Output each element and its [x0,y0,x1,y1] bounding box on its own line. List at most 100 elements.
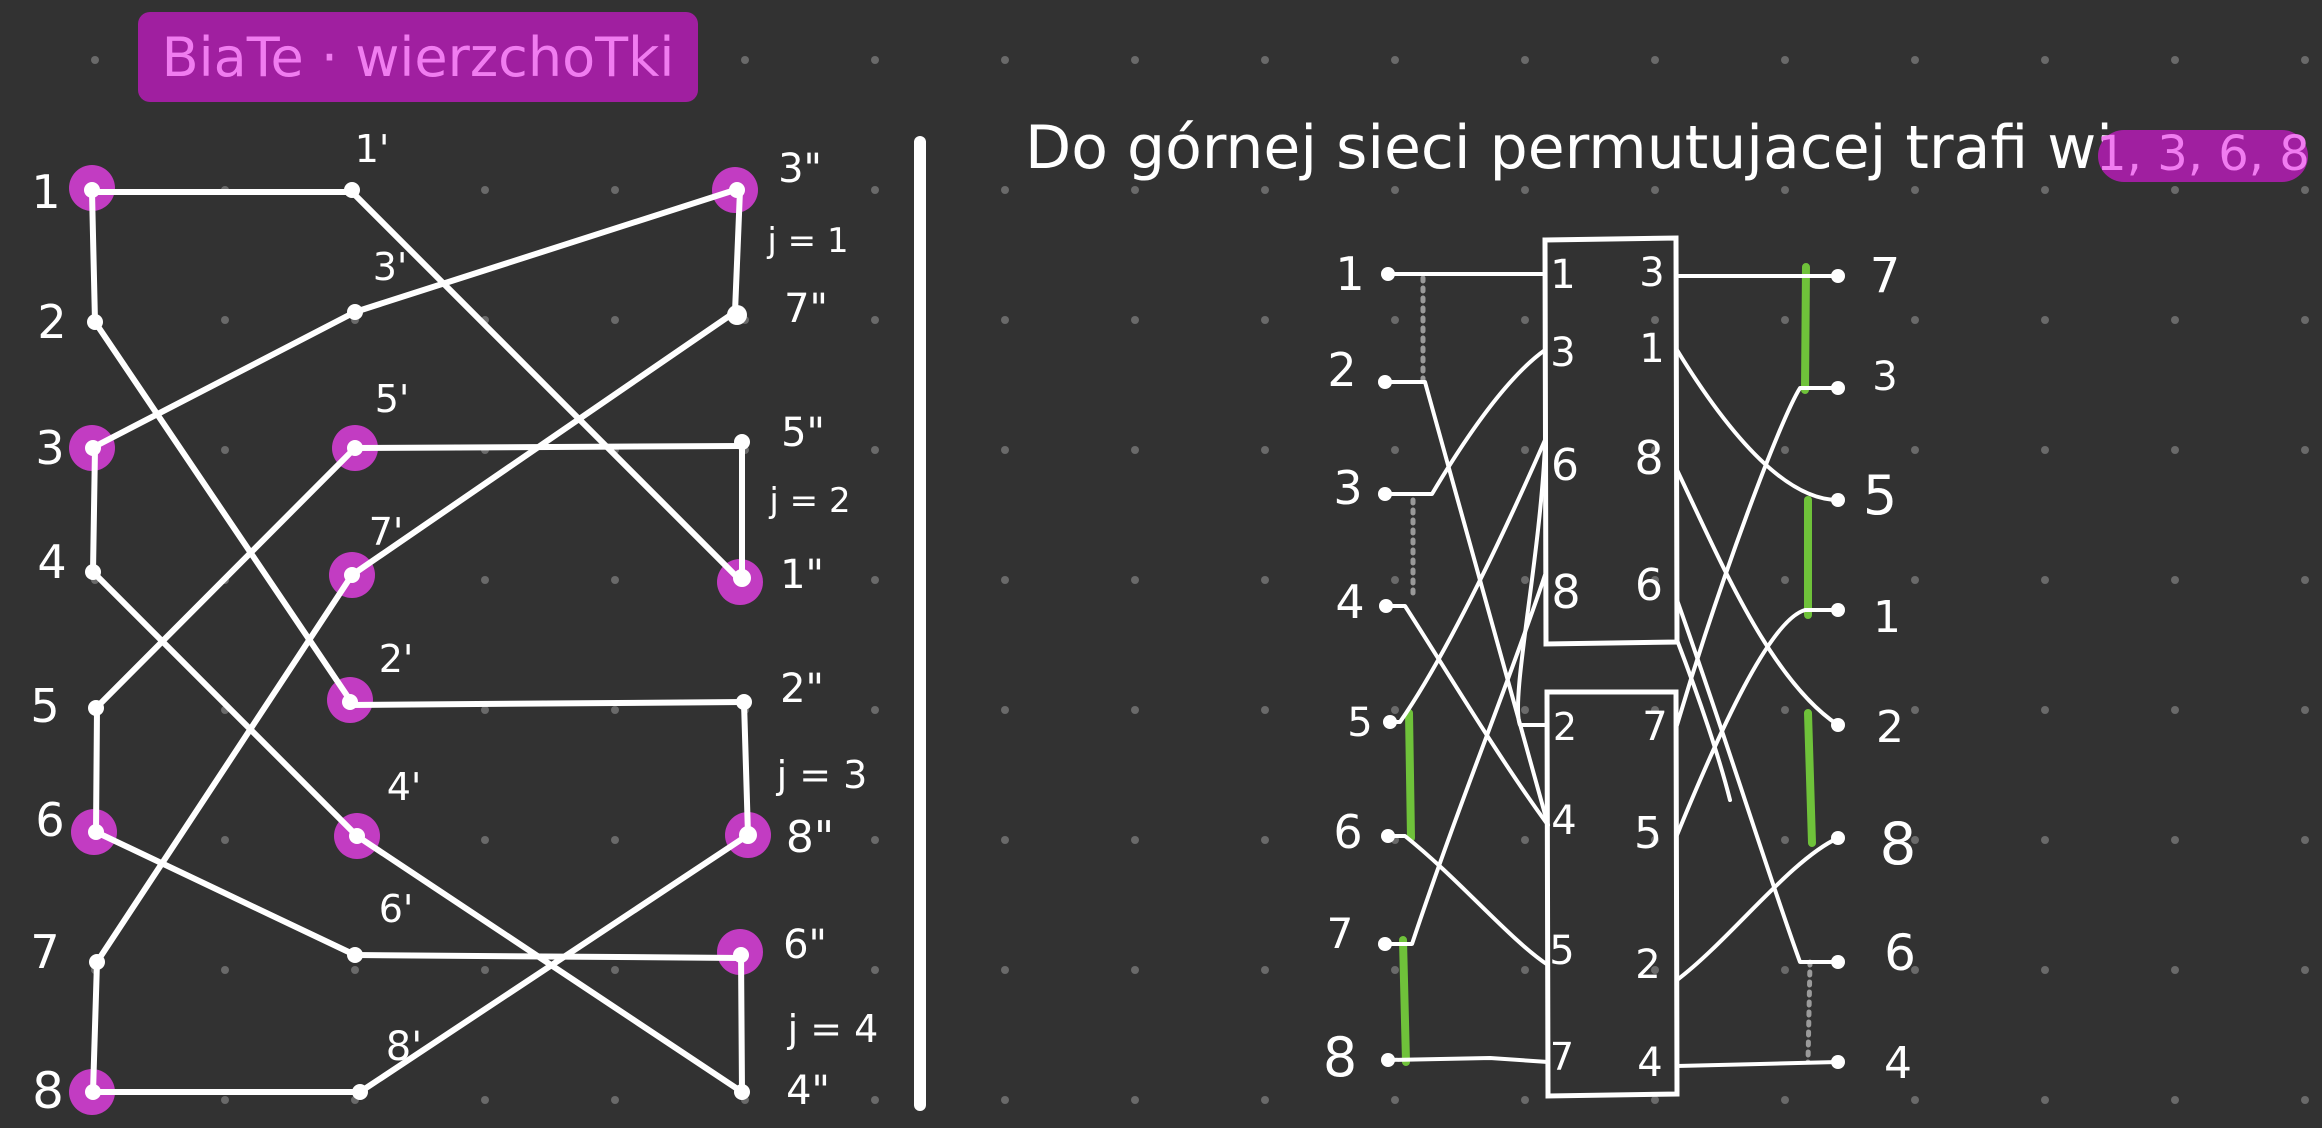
grid-dot [1781,316,1789,324]
grid-dot [2041,446,2049,454]
label-upper-right: 3 [1639,250,1664,296]
label-r-out: 2 [1876,702,1904,753]
grid-dot [871,446,879,454]
green-pair-markers [1399,263,1816,1066]
label-in: 2 [37,295,66,349]
node-out-3pp [729,182,745,198]
node-in-4 [85,564,101,580]
label-in: 7 [30,925,59,979]
wire-out-5 [1675,608,1840,837]
node-r-in-3 [1378,487,1392,501]
grid-dot [1521,836,1529,844]
wire-in-8 [1386,1056,1550,1064]
label-out: 2" [780,666,824,712]
right-network-wires [1383,272,1840,1068]
node-r-in-8 [1381,1053,1395,1067]
grid-dot [1001,836,1009,844]
wire-in-3 [1383,348,1547,496]
grid-dot [481,186,489,194]
grid-dot [1131,446,1139,454]
grid-dot [481,836,489,844]
grid-dot [2301,56,2309,64]
node-r-out-3 [1831,381,1845,395]
grid-dot [1391,706,1399,714]
label-lower-right: 7 [1642,704,1667,750]
grid-dot [1001,966,1009,974]
grid-dot [221,836,229,844]
node-in-2 [87,314,103,330]
grid-dot [611,706,619,714]
label-lower-right: 4 [1637,1040,1662,1086]
label-lower-left: 4 [1551,798,1576,844]
edge-3p-3pp [352,187,738,315]
grid-dot [611,316,619,324]
grid-dot [2171,186,2179,194]
pair-edge-6pp-4pp [738,949,745,1095]
label-j: j = 2 [768,481,850,521]
label-out: 3" [778,146,822,192]
wire-out-1 [1675,348,1840,502]
node-r-out-5 [1831,493,1845,507]
grid-dot [2301,836,2309,844]
grid-dot [1001,186,1009,194]
grid-dot [1521,576,1529,584]
left-graph-edges [89,187,751,1095]
dotted-connectors [1410,275,1813,1065]
grid-dot [871,576,879,584]
grid-dot [1651,446,1659,454]
grid-dot [2301,1096,2309,1104]
label-lower-left: 7 [1550,1035,1574,1079]
pair-edge-3pp-7pp [732,187,743,315]
node-out-8pp [739,826,757,844]
node-out-5pp [734,434,750,450]
green-marker-2-8 [1804,709,1816,847]
label-j: j = 3 [776,753,868,797]
grid-dot [1521,186,1529,194]
edge-2p-2pp [347,699,747,708]
node-r-out-8 [1831,831,1845,845]
grid-dot [611,836,619,844]
label-r-in: 3 [1333,461,1362,515]
edge-1p-1pp [349,189,745,585]
green-marker-5-6 [1405,709,1415,842]
grid-dot [2171,316,2179,324]
label-lower-left: 5 [1549,928,1574,974]
grid-dot [1391,446,1399,454]
wire-out-3 [1675,386,1840,727]
grid-dot [1911,316,1919,324]
grid-dot [1651,56,1659,64]
grid-dot [1911,966,1919,974]
edge-8p-8pp [357,832,751,1095]
label-r-in: 5 [1347,700,1372,746]
label-lower-right: 2 [1635,942,1660,988]
grid-dot [2041,186,2049,194]
label-upper-right: 1 [1639,326,1664,372]
edge-6p-6pp [352,952,744,961]
label-in: 4 [37,535,66,589]
grid-dot [611,966,619,974]
headline: Do górnej sieci permutujacej trafi wiąc … [1025,113,2310,183]
grid-dot [1131,966,1139,974]
label-j: j = 1 [766,221,848,261]
grid-dot [2041,1096,2049,1104]
left-graph-labels: 1 2 3 4 5 6 7 8 1' 3' 5' 7' 2' 4' 6' 8' … [30,127,878,1120]
wire-out-6 [1675,598,1840,964]
grid-dot [2301,316,2309,324]
grid-dot [481,1096,489,1104]
grid-dot [1521,966,1529,974]
node-r-out-2 [1831,718,1845,732]
edge-7-7p [94,572,355,965]
label-r-out: 6 [1884,924,1916,982]
grid-dot [611,1096,619,1104]
title-badge-background [138,12,698,102]
grid-dot [91,56,99,64]
grid-dot [871,56,879,64]
pair-edge-3-4 [90,445,98,575]
grid-dot [611,186,619,194]
grid-dot [221,446,229,454]
wire-lower-2 [1516,443,1547,727]
wire-out-8 [1675,468,1840,727]
node-out-4pp [734,1084,750,1100]
label-r-in: 6 [1333,805,1362,859]
grid-dot [1781,56,1789,64]
